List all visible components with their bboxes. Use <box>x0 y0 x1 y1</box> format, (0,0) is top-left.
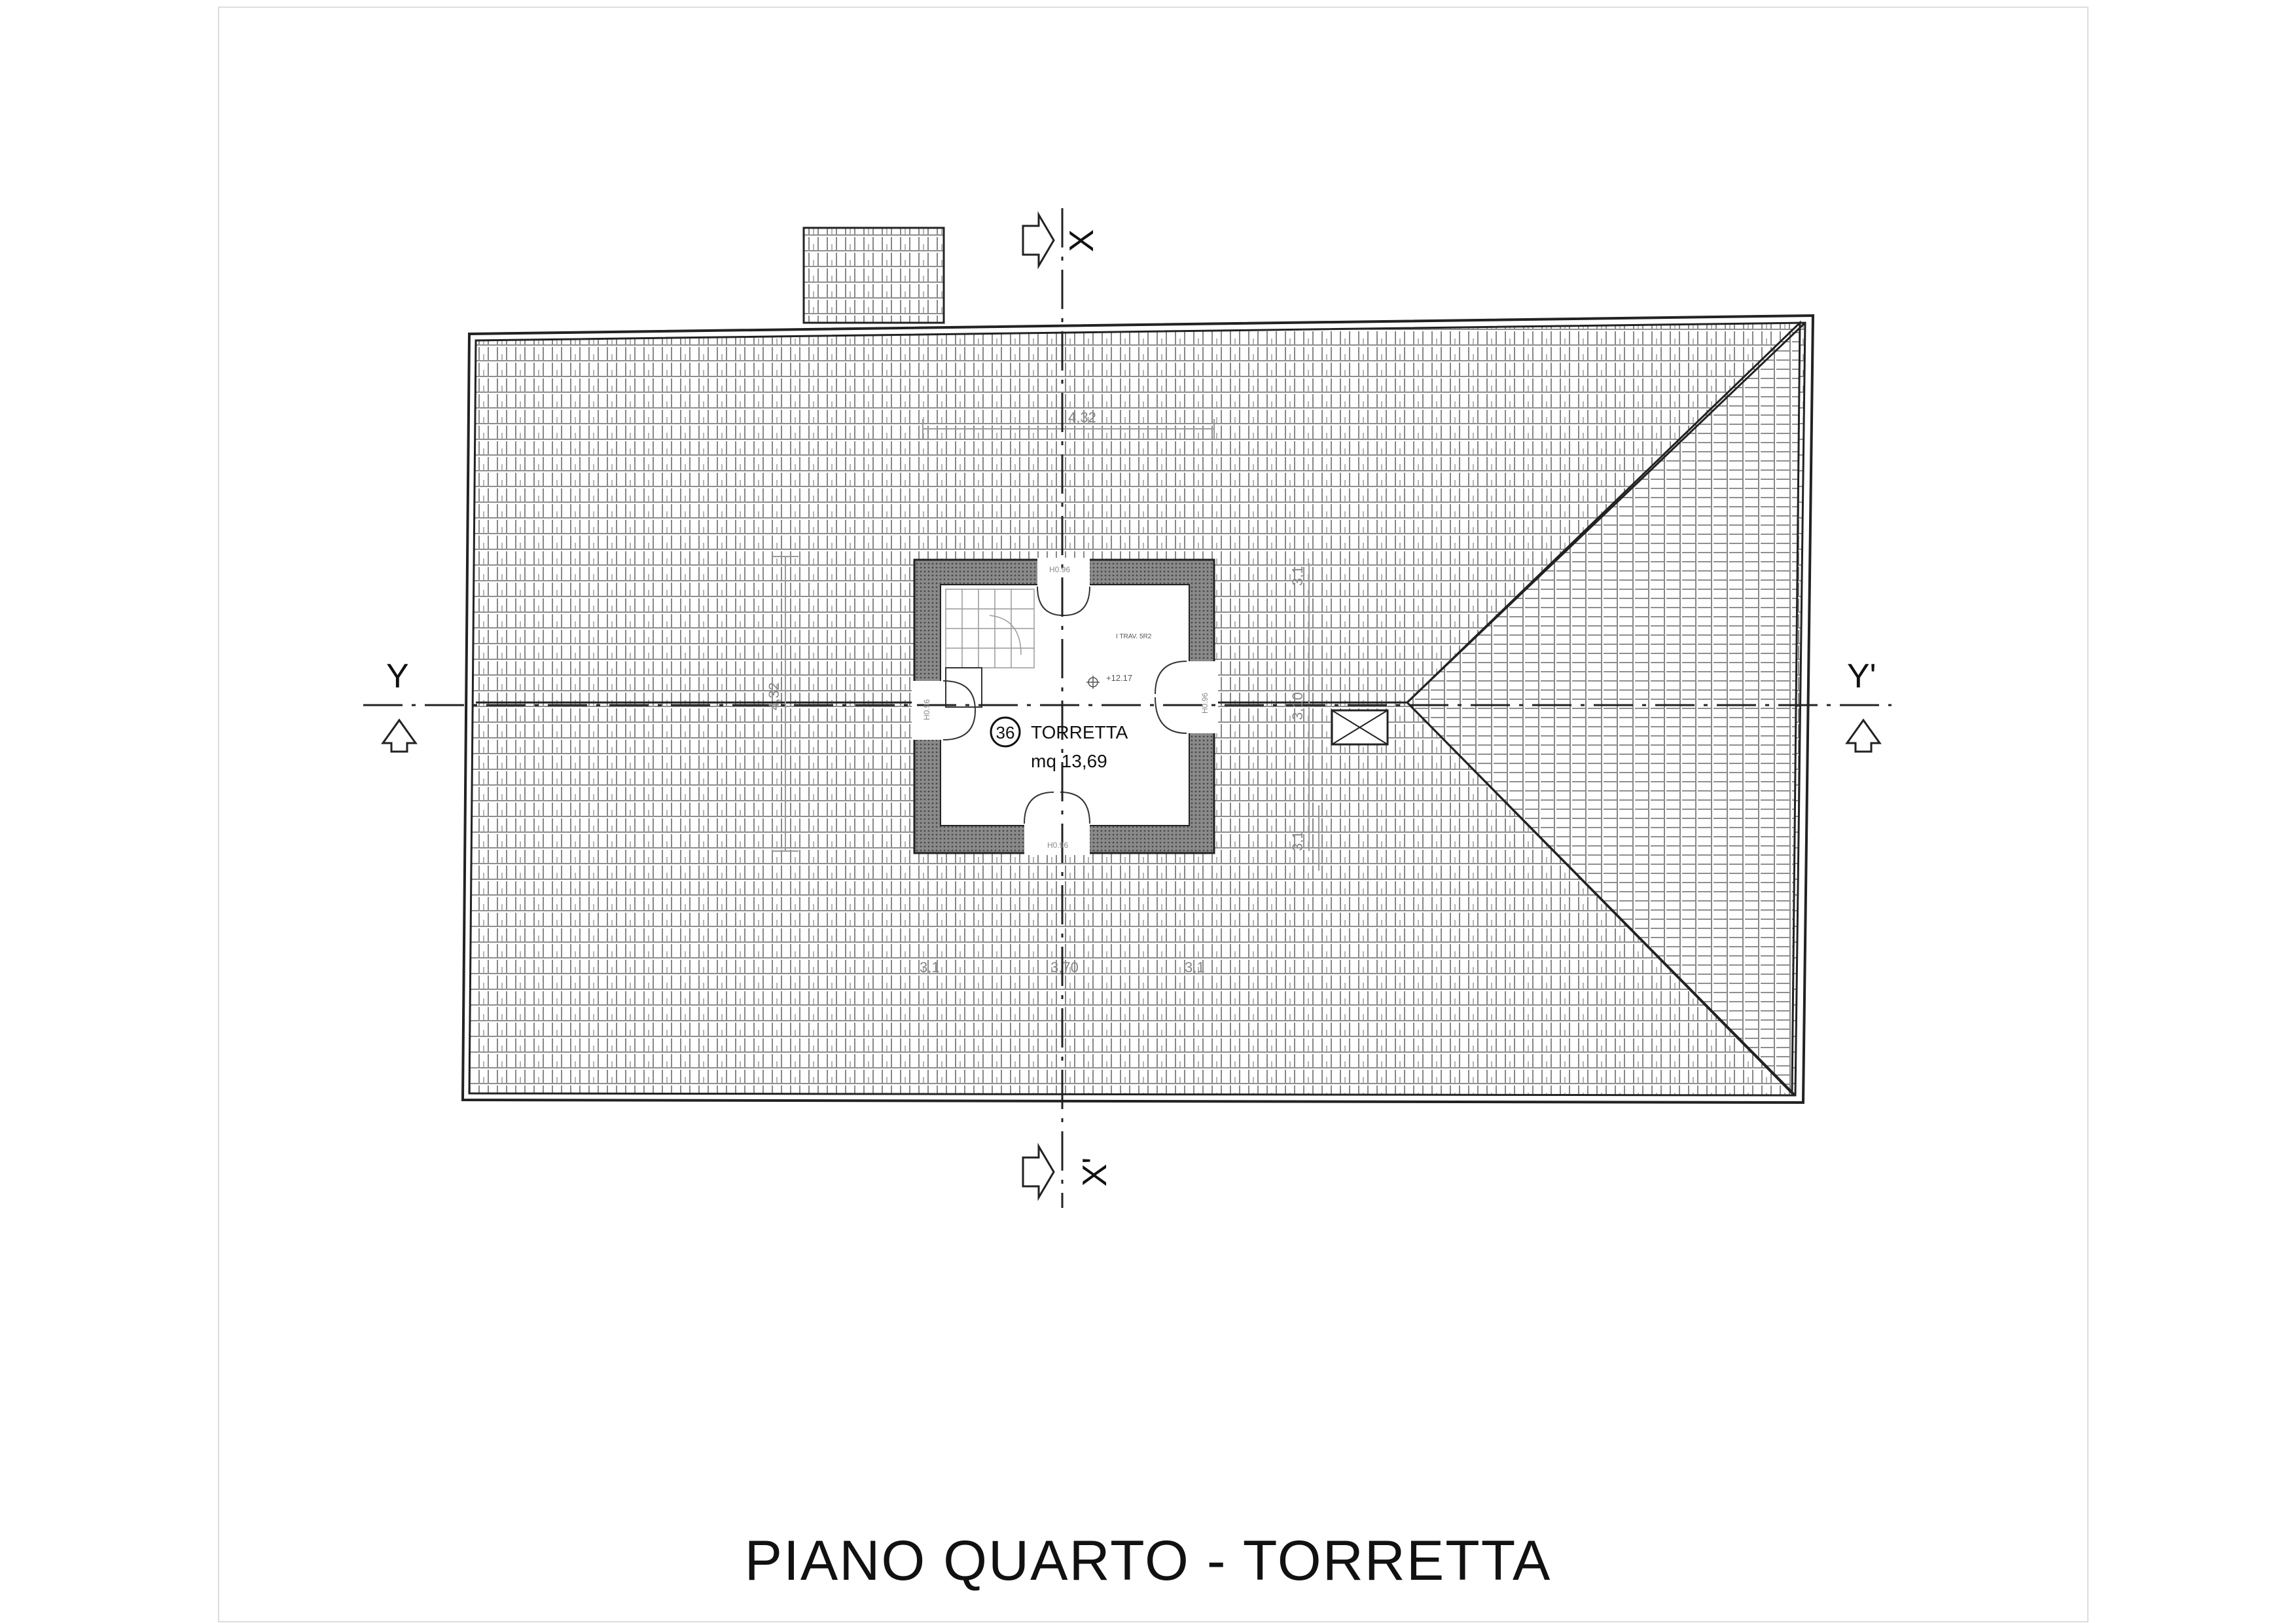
dimension-door-left: H0.96 <box>922 699 931 720</box>
hip-line-upper <box>1406 321 1806 704</box>
dimension-door-right: H0.96 <box>1200 693 1210 714</box>
door-left <box>912 681 943 740</box>
room-note: I TRAV. 5R2 <box>1116 633 1152 640</box>
elevation-marker-icon <box>1086 676 1100 689</box>
dimension-top: 4,32 <box>1068 409 1096 426</box>
sheet-frame <box>218 7 2089 1622</box>
section-arrow-y-left <box>381 718 418 753</box>
dimension-door-top: H0.96 <box>1049 565 1070 574</box>
hip-line-lower <box>1406 701 1797 1097</box>
door-right <box>1187 661 1218 733</box>
section-arrow-y-right <box>1845 718 1882 753</box>
room-area: mq 13,69 <box>1031 751 1107 771</box>
room-number: 36 <box>996 723 1015 742</box>
section-arrow-x-bottom <box>1022 1142 1055 1201</box>
dimension-bottom-center: 3,70 <box>1050 959 1079 976</box>
dimension-left: 4,32 <box>766 682 782 710</box>
stair-landing <box>945 667 982 708</box>
tower <box>912 558 1218 855</box>
dimension-right-mid: 3,10 <box>1289 692 1306 720</box>
section-label-x-top: X <box>1063 229 1101 252</box>
section-label-x-bottom: X' <box>1076 1158 1114 1187</box>
drawing-title: PIANO QUARTO - TORRETTA <box>744 1529 1552 1592</box>
roof-dimension-lines <box>772 419 1319 974</box>
room-elevation: +12.17 <box>1106 673 1132 683</box>
dimension-right-lower: 3,1 <box>1289 831 1306 851</box>
door-bottom <box>1024 824 1090 855</box>
section-arrow-x-top <box>1022 211 1055 270</box>
chimney <box>802 227 945 324</box>
skylight <box>1331 709 1389 746</box>
staircase <box>945 589 1035 668</box>
section-label-y-right: Y' <box>1847 657 1876 695</box>
dimension-bottom-right: 3,1 <box>1185 959 1205 976</box>
dimension-right-upper: 3,1 <box>1289 566 1306 586</box>
dimension-door-bottom: H0.96 <box>1047 841 1068 850</box>
dimension-bottom-left: 3,1 <box>920 959 940 976</box>
room-number-circle <box>990 716 1021 748</box>
door-top <box>1037 558 1090 587</box>
room-name: TORRETTA <box>1031 722 1128 742</box>
section-label-y-left: Y <box>386 657 409 695</box>
